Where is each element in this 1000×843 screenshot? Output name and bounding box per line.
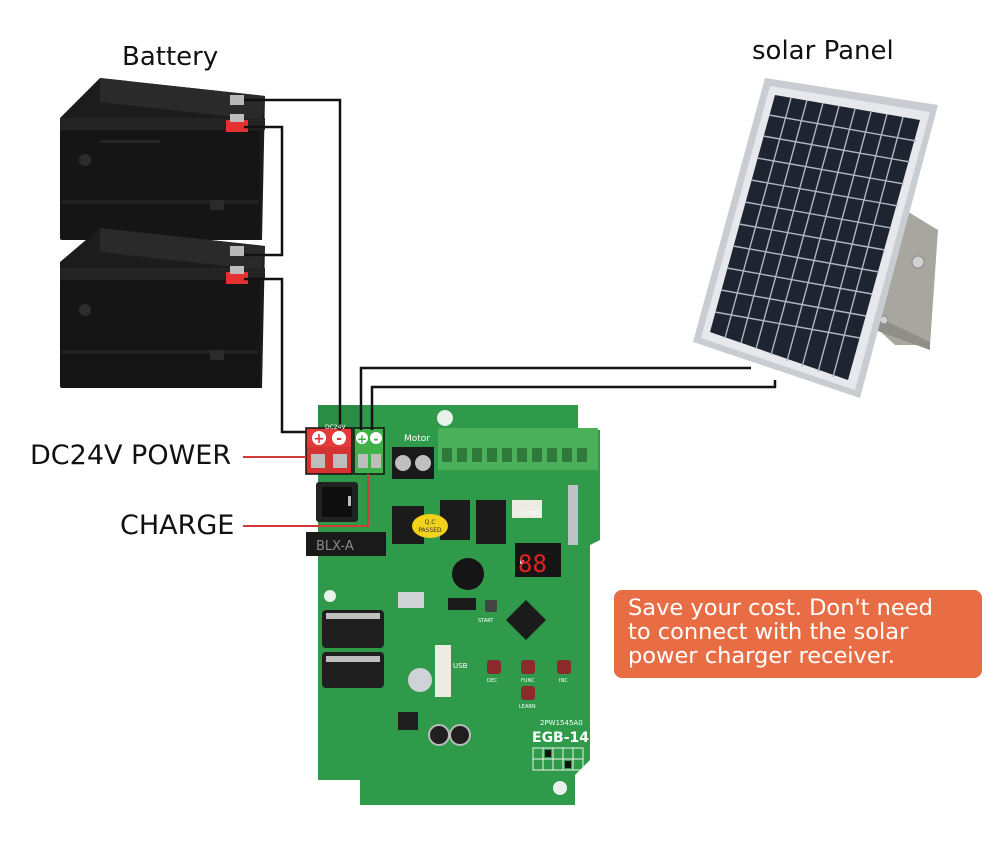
start-button [485, 600, 497, 612]
model-text: EGB-14 [532, 730, 589, 746]
qc-sticker [412, 514, 448, 538]
func-text: FUNC [521, 678, 535, 684]
dec-button [487, 660, 501, 674]
callout-line: power charger receiver. [628, 644, 982, 668]
motor-text: Motor [404, 434, 430, 444]
limit-text: Limit [522, 509, 540, 517]
learn-text: LEARN [519, 704, 536, 710]
display-digits: 88 [518, 550, 547, 578]
switch-text: BLX-A [316, 539, 354, 554]
dc-power-label: DC24V POWER [30, 440, 231, 471]
solar-panel [693, 78, 938, 398]
dec-text: DEC [487, 678, 498, 684]
relay-3 [476, 500, 506, 544]
charge-minus-sign: - [374, 432, 379, 446]
qc-passed-text: PASSED [418, 527, 442, 534]
buzzer [452, 558, 484, 590]
battery-top [60, 78, 265, 240]
dc-in-text: DC24V [325, 424, 346, 431]
usb-text: USB [453, 662, 468, 670]
start-text: START [478, 618, 494, 624]
battery-bottom [60, 228, 265, 388]
wiring [244, 100, 775, 432]
callout-line: to connect with the solar [628, 620, 982, 644]
solar-panel-label: solar Panel [752, 36, 894, 66]
dc-plus-sign: + [313, 431, 325, 447]
part-code-text: 2PW1545A0 [540, 719, 583, 727]
inc-text: INC [559, 678, 568, 684]
inc-button [557, 660, 571, 674]
qc-text: Q.C [425, 519, 436, 526]
callout-line: Save your cost. Don't need [628, 596, 982, 620]
battery-label: Battery [122, 42, 218, 72]
charge-label: CHARGE [120, 510, 234, 541]
learn-button [521, 686, 535, 700]
func-button [521, 660, 535, 674]
usb-header [435, 645, 451, 697]
callout-box: Save your cost. Don't need to connect wi… [614, 590, 982, 678]
dc-minus-sign: - [336, 431, 342, 447]
charge-plus-sign: + [357, 432, 367, 446]
